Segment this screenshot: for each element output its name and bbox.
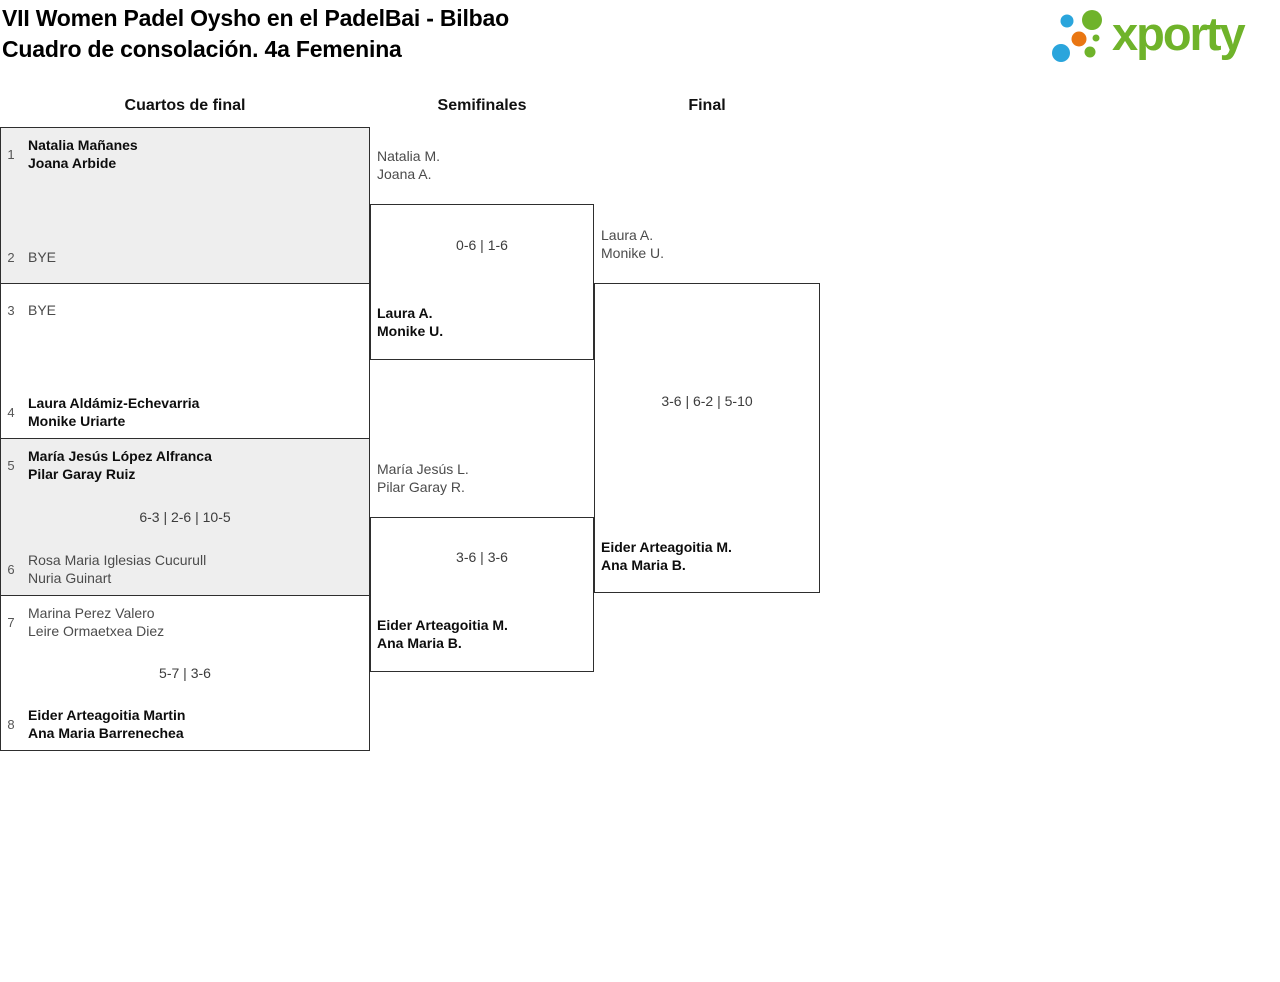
tournament-title: VII Women Padel Oysho en el PadelBai - B… xyxy=(2,5,509,31)
qf-match-4-team-top: 7 Marina Perez Valero Leire Ormaetxea Di… xyxy=(0,604,370,640)
qf-match-4-score: 5-7 | 3-6 xyxy=(159,665,211,681)
final-match-box xyxy=(594,283,820,593)
team-names: BYE xyxy=(28,302,57,318)
qf-match-3-score: 6-3 | 2-6 | 10-5 xyxy=(139,509,231,525)
qf-match-3-background xyxy=(0,438,370,595)
sf-match-1-box xyxy=(370,204,594,360)
team-names: Rosa Maria Iglesias Cucurull Nuria Guina… xyxy=(28,552,207,586)
team-names: Laura Aldámiz-Echevarria Monike Uriarte xyxy=(28,395,200,429)
seed-number: 3 xyxy=(7,302,15,318)
bracket-subtitle: Cuadro de consolación. 4a Femenina xyxy=(2,36,402,62)
qf-match-2-team-top: 3 BYE xyxy=(0,292,370,328)
page-title: VII Women Padel Oysho en el PadelBai - B… xyxy=(2,3,862,65)
sf-match-2-score: 3-6 | 3-6 xyxy=(456,549,508,565)
team-names: Marina Perez Valero Leire Ormaetxea Diez xyxy=(28,605,165,639)
sf-match-2-team-top: María Jesús L. Pilar Garay R. xyxy=(377,461,469,495)
quarterfinals-column-border xyxy=(0,127,370,751)
seed-number: 8 xyxy=(7,716,15,732)
sf-match-2-box xyxy=(370,517,594,672)
qf-separator-2 xyxy=(0,438,370,439)
qf-match-3-team-top: 5 María Jesús López Alfranca Pilar Garay… xyxy=(0,447,370,483)
qf-separator-3 xyxy=(0,595,370,596)
team-names: BYE xyxy=(28,249,57,265)
qf-match-1-team-top: 1 Natalia Mañanes Joana Arbide xyxy=(0,136,370,172)
team-names: Eider Arteagoitia Martin Ana Maria Barre… xyxy=(28,707,186,741)
qf-match-2-team-bottom: 4 Laura Aldámiz-Echevarria Monike Uriart… xyxy=(0,394,370,430)
sf-match-1-team-bottom: Laura A. Monike U. xyxy=(377,305,444,339)
logo-dots-icon xyxy=(1052,10,1102,62)
team-names: María Jesús López Alfranca Pilar Garay R… xyxy=(28,448,212,482)
seed-number: 6 xyxy=(7,561,15,577)
qf-match-3-team-bottom: 6 Rosa Maria Iglesias Cucurull Nuria Gui… xyxy=(0,551,370,587)
qf-match-4-team-bottom: 8 Eider Arteagoitia Martin Ana Maria Bar… xyxy=(0,706,370,742)
seed-number: 2 xyxy=(7,249,15,265)
round-header-final: Final xyxy=(688,97,726,114)
final-score: 3-6 | 6-2 | 5-10 xyxy=(661,393,753,409)
sf-match-1-score: 0-6 | 1-6 xyxy=(456,237,508,253)
round-header-semifinals: Semifinales xyxy=(437,97,527,114)
team-names: Natalia Mañanes Joana Arbide xyxy=(28,137,138,171)
qf-separator-1 xyxy=(0,283,370,284)
seed-number: 5 xyxy=(7,457,15,473)
seed-number: 7 xyxy=(7,614,15,630)
logo-wordmark: xporty xyxy=(1112,7,1246,60)
sf-match-2-team-bottom: Eider Arteagoitia M. Ana Maria B. xyxy=(377,617,508,651)
final-team-top: Laura A. Monike U. xyxy=(601,227,665,261)
qf-match-1-team-bottom: 2 BYE xyxy=(0,239,370,275)
seed-number: 1 xyxy=(7,146,15,162)
final-team-bottom: Eider Arteagoitia M. Ana Maria B. xyxy=(601,539,732,573)
seed-number: 4 xyxy=(7,404,15,420)
sf-match-1-team-top: Natalia M. Joana A. xyxy=(377,148,441,182)
round-header-quarterfinals: Cuartos de final xyxy=(124,97,246,114)
qf-match-1-background xyxy=(0,127,370,283)
